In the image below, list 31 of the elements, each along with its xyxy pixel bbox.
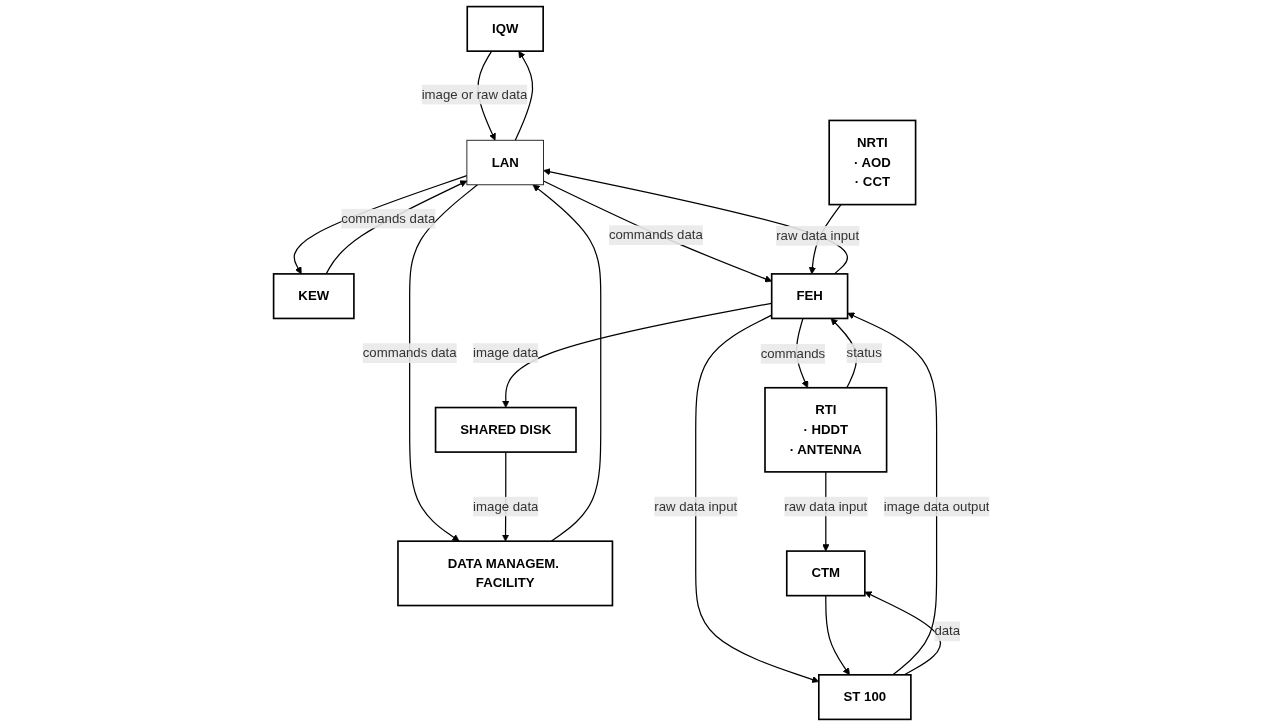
arrow [864, 591, 941, 676]
edge-label: raw data input [784, 499, 868, 514]
node-box: DATA MANAGEM. FACILITY [397, 540, 614, 607]
edge-label: raw data input [654, 499, 738, 514]
arrow [532, 184, 602, 542]
node-box: NRTI · AOD · CCT [828, 119, 917, 206]
edge-label: image or raw data [421, 87, 528, 102]
edge-label: image data [473, 345, 539, 360]
edge-label: raw data input [776, 228, 860, 243]
node-box: CTM [785, 550, 866, 597]
arrow [325, 180, 468, 275]
node-box: FEH [770, 273, 849, 320]
node-box: KEW [272, 273, 355, 320]
arrow [514, 50, 534, 141]
node-box: IQW [466, 5, 544, 52]
edge-label: commands [760, 346, 826, 361]
arrow [825, 595, 850, 676]
node-box: SHARED DISK [434, 406, 577, 453]
edge-label: commands data [362, 345, 457, 360]
edge-label: status [846, 345, 882, 360]
node-box: RTI · HDDT · ANTENNA [764, 386, 888, 473]
node-box: LAN [466, 139, 544, 186]
arrow [542, 180, 772, 283]
edge-label: image data [473, 499, 539, 514]
node-box: ST 100 [817, 674, 912, 721]
arrow [847, 312, 938, 676]
edge-label: data [934, 623, 961, 638]
edge-label: image data output [883, 499, 990, 514]
edge-label: commands data [608, 227, 703, 242]
edge-label: commands data [341, 211, 436, 226]
arrow [409, 184, 479, 542]
